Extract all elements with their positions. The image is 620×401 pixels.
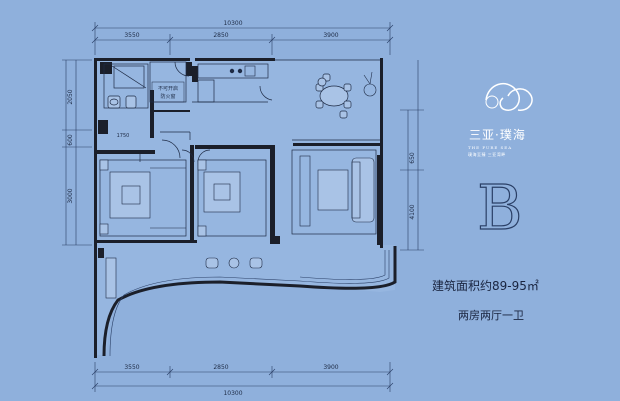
bottom-total-dimension: 10300	[223, 390, 242, 397]
fire-window-note-line1: 不可开启	[158, 85, 178, 92]
unit-area-text: 建筑面积约89-95㎡	[432, 279, 539, 293]
bottom-dimension-1: 3550	[124, 364, 139, 371]
balcony-inner-lines	[109, 250, 390, 357]
brand-name-cn: 三亚·璞海	[469, 128, 526, 142]
top-dimension-1: 3550	[124, 32, 139, 39]
dining-set	[315, 73, 352, 119]
right-dimension-2: 4100	[409, 204, 416, 219]
walls	[94, 58, 383, 358]
interior-lines	[99, 59, 380, 237]
living-room-furniture	[299, 155, 375, 227]
right-dimension-1: 650	[409, 152, 416, 164]
plant-decoration	[363, 71, 377, 97]
kitchen-stove	[229, 65, 256, 77]
left-dimension-3: 3000	[67, 188, 74, 203]
balcony-furniture	[105, 257, 263, 299]
bedroom-2-furniture	[197, 159, 241, 237]
top-dimension-3: 3900	[323, 32, 338, 39]
fire-window-note-line2: 防火窗	[160, 93, 175, 100]
fire-window-note: 不可开启 防火窗	[151, 81, 185, 103]
right-dimension-lines	[400, 60, 424, 251]
left-dimension-lines	[62, 59, 92, 246]
bottom-dimension-lines	[91, 362, 394, 392]
brand-name-en: THE PURE SEA	[468, 145, 513, 150]
room-width-note: 1750	[117, 133, 130, 139]
brand-tagline: 璞海至臻 三亚湾畔	[468, 152, 506, 157]
unit-layout-text: 两房两厅一卫	[458, 309, 524, 322]
unit-type-letter: B	[476, 171, 523, 244]
top-dimension-lines	[91, 22, 394, 55]
top-dimension-2: 2850	[213, 32, 228, 39]
left-dimension-2: 600	[67, 134, 74, 146]
left-dimension-1: 2050	[67, 89, 74, 104]
bathroom-fixtures	[107, 95, 137, 109]
balcony-outline	[102, 246, 397, 357]
bedroom-1-furniture	[99, 159, 186, 235]
brand-logo-mark	[485, 82, 533, 111]
floor-area	[95, 60, 395, 355]
bottom-dimension-3: 3900	[323, 364, 338, 371]
bottom-dimension-2: 2850	[213, 364, 228, 371]
top-total-dimension: 10300	[223, 20, 242, 27]
